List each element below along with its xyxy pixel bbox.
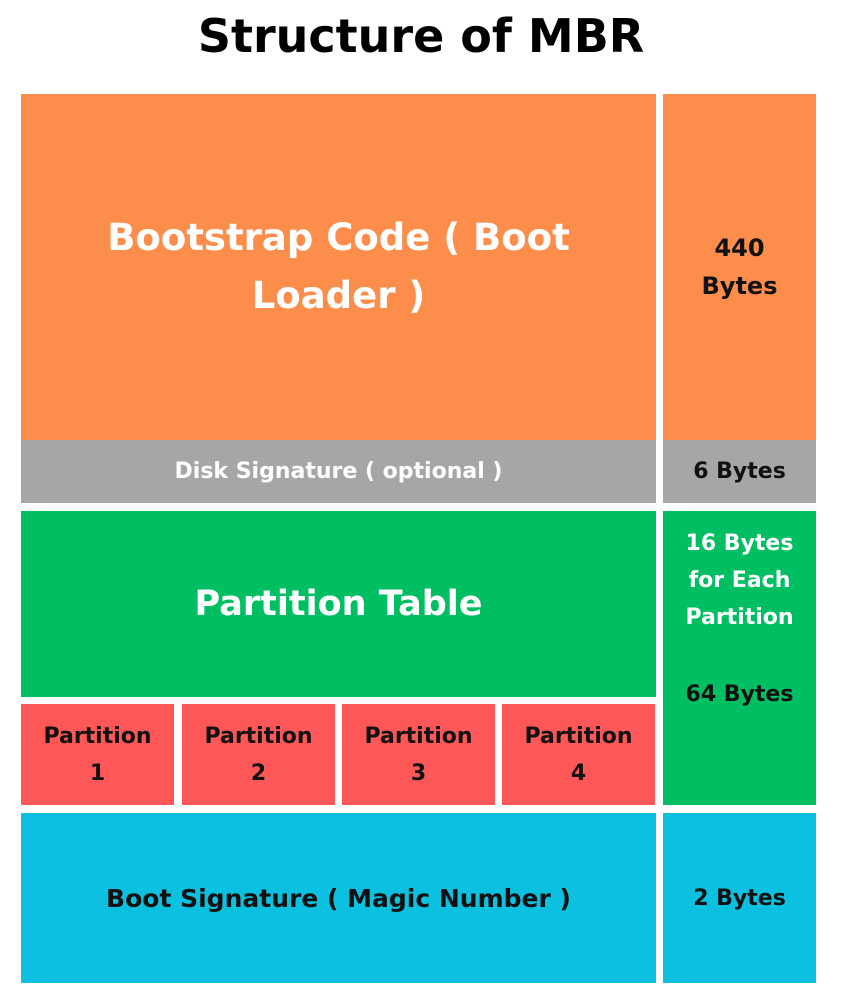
partition-table-size-block: 16 Bytes for Each Partition 64 Bytes (663, 511, 816, 805)
bootstrap-code-block: Bootstrap Code ( Boot Loader ) (21, 94, 656, 440)
disk-signature-label: Disk Signature ( optional ) (174, 459, 503, 484)
boot-signature-size-block: 2 Bytes (663, 813, 816, 983)
partition-number: 1 (89, 760, 106, 786)
partition-table-label: Partition Table (194, 584, 483, 624)
disk-signature-block: Disk Signature ( optional ) (21, 440, 656, 503)
partition-word: Partition (364, 723, 473, 749)
boot-signature-block: Boot Signature ( Magic Number ) (21, 813, 656, 983)
partition-number: 4 (570, 760, 587, 786)
boot-signature-size-label: 2 Bytes (693, 885, 786, 911)
bootstrap-code-label: Bootstrap Code ( Boot Loader ) (107, 216, 570, 317)
boot-signature-label: Boot Signature ( Magic Number ) (106, 883, 571, 913)
bootstrap-size-label: 440 Bytes (701, 234, 778, 300)
partition-table-total-size-label: 64 Bytes (685, 682, 794, 707)
partition-word: Partition (204, 723, 313, 749)
partition-number: 3 (410, 760, 427, 786)
partition-2-block: Partition 2 (182, 704, 335, 805)
disk-signature-size-label: 6 Bytes (693, 459, 786, 484)
partition-3-block: Partition 3 (342, 704, 495, 805)
diagram-title: Structure of MBR (197, 9, 645, 63)
disk-signature-size-block: 6 Bytes (663, 440, 816, 503)
partition-4-block: Partition 4 (502, 704, 655, 805)
partition-word: Partition (43, 723, 152, 749)
partition-table-block: Partition Table (21, 511, 656, 697)
partition-1-block: Partition 1 (21, 704, 174, 805)
partition-number: 2 (250, 760, 267, 786)
partition-entry-size-label: 16 Bytes for Each Partition (685, 531, 794, 630)
bootstrap-size-block: 440 Bytes (663, 94, 816, 440)
partition-word: Partition (524, 723, 633, 749)
